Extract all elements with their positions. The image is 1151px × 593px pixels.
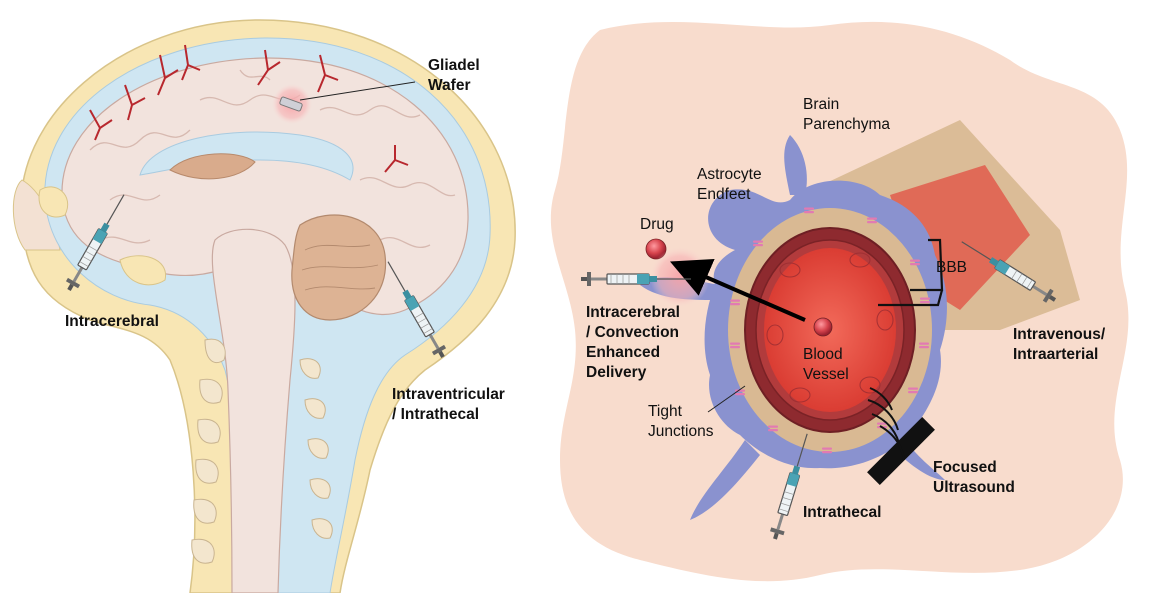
drug-label: Drug: [640, 215, 674, 235]
bbb-label: BBB: [936, 258, 967, 278]
intracerebral-label: Intracerebral: [65, 312, 159, 332]
tight-junctions-label: Tight Junctions: [648, 402, 713, 442]
blood-vessel-label: Blood Vessel: [803, 345, 849, 385]
intrathecal-label: Intrathecal: [803, 503, 881, 523]
head-sagittal-illustration: [13, 20, 515, 593]
ced-label: Intracerebral / Convection Enhanced Deli…: [586, 303, 680, 383]
focused-ultrasound-label: Focused Ultrasound: [933, 458, 1015, 498]
intraventricular-label: Intraventricular / Intrathecal: [392, 385, 505, 425]
astrocyte-endfeet-label: Astrocyte Endfeet: [697, 165, 762, 205]
drug-particle-icon: [814, 318, 832, 336]
gliadel-wafer-label: Gliadel Wafer: [428, 56, 480, 96]
intravenous-label: Intravenous/ Intraarterial: [1013, 325, 1105, 365]
brain-parenchyma-label: Brain Parenchyma: [803, 95, 890, 135]
